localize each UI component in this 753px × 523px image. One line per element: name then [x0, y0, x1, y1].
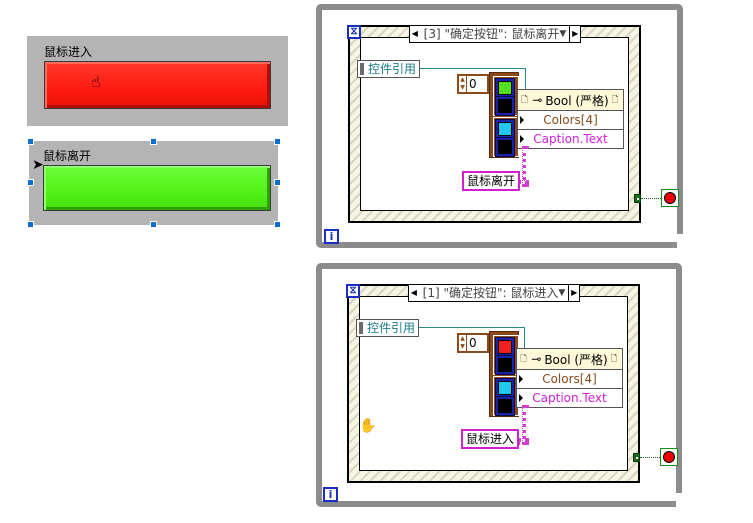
string-wire: [522, 405, 526, 445]
property-node-bottom[interactable]: 🗋⊸Bool (严格)🗋 Colors[4] Caption.Text: [516, 348, 623, 408]
ref-icon: ⊸: [532, 93, 543, 107]
next-case-arrow-icon[interactable]: ▶: [568, 285, 579, 301]
event-case-label: [1] "确定按钮": 鼠标进入: [422, 286, 559, 300]
stop-terminal-top[interactable]: [661, 189, 679, 207]
control-ref-label: 控件引用: [367, 321, 416, 335]
resize-handle-ne[interactable]: [274, 138, 281, 145]
property-caption-text[interactable]: Caption.Text: [517, 389, 622, 407]
hand-tool-cursor-icon: ✋: [359, 418, 377, 434]
doc-icon: 🗋: [520, 354, 527, 363]
event-timeout-hourglass-icon: ⧖: [346, 284, 360, 298]
loop-condition-tunnel: [633, 453, 640, 462]
color-swatch: [498, 381, 512, 395]
reference-wire: [525, 68, 526, 93]
condition-wire: [641, 198, 661, 199]
property-colors[interactable]: Colors[4]: [518, 111, 623, 130]
dropdown-arrow-icon[interactable]: ▼: [558, 288, 566, 298]
prev-case-arrow-icon[interactable]: ◀: [410, 288, 417, 297]
resize-handle-sw[interactable]: [27, 221, 34, 228]
iteration-terminal-icon: i: [324, 229, 339, 244]
resize-handle-n[interactable]: [150, 138, 157, 145]
hand-cursor-icon: ☝: [91, 72, 101, 91]
resize-handle-nw[interactable]: [27, 138, 34, 145]
control-ref-label: 控件引用: [368, 62, 417, 76]
dropdown-arrow-icon[interactable]: ▼: [559, 29, 567, 39]
next-case-arrow-icon[interactable]: ▶: [569, 26, 580, 42]
iteration-terminal-icon: i: [323, 487, 338, 502]
property-colors[interactable]: Colors[4]: [517, 370, 622, 389]
color-swatch: [498, 340, 512, 354]
doc-icon: 🗋: [521, 95, 528, 104]
control-ref-node-bottom[interactable]: 控件引用: [356, 319, 420, 337]
color-swatch: [498, 122, 512, 136]
reference-wire: [418, 327, 525, 328]
event-timeout-hourglass-icon: ⧖: [347, 25, 361, 39]
event-case-selector-top[interactable]: ◀ [3] "确定按钮": 鼠标离开 ▼ ▶: [409, 25, 581, 43]
condition-wire: [640, 457, 660, 458]
button-enter-label: 鼠标进入: [44, 45, 93, 59]
mouse-enter-button[interactable]: [44, 61, 271, 109]
color-swatch: [498, 81, 512, 95]
property-class-label: Bool (严格): [544, 352, 608, 367]
resize-handle-s[interactable]: [150, 221, 157, 228]
reference-wire: [524, 327, 525, 352]
property-node-top[interactable]: 🗋⊸Bool (严格)🗋 Colors[4] Caption.Text: [517, 89, 624, 149]
stop-terminal-bottom[interactable]: [660, 448, 678, 466]
event-case-label: [3] "确定按钮": 鼠标离开: [423, 27, 560, 41]
event-case-selector-bottom[interactable]: ◀ [1] "确定按钮": 鼠标进入 ▼ ▶: [408, 284, 580, 302]
string-wire: [522, 146, 526, 187]
color-swatch: [498, 99, 512, 113]
resize-handle-e[interactable]: [274, 179, 281, 186]
arrow-cursor-icon: ➤: [32, 157, 44, 173]
loop-condition-tunnel: [634, 194, 641, 203]
reference-wire: [419, 68, 526, 69]
index-constant-top[interactable]: ▲▼0: [457, 74, 489, 94]
resize-handle-w[interactable]: [27, 179, 34, 186]
doc-icon: 🗋: [611, 95, 619, 104]
button-leave-container: 鼠标离开 ➤: [29, 141, 278, 225]
ref-icon: ⊸: [531, 352, 542, 366]
prev-case-arrow-icon[interactable]: ◀: [411, 29, 418, 38]
color-array-constant-top[interactable]: [489, 72, 519, 158]
color-array-constant-bottom[interactable]: [489, 331, 519, 417]
property-class-label: Bool (严格): [545, 93, 609, 108]
string-constant-top[interactable]: 鼠标离开: [462, 171, 521, 191]
button-enter-container: 鼠标进入 ☝: [27, 36, 288, 126]
resize-handle-se[interactable]: [274, 221, 281, 228]
index-constant-bottom[interactable]: ▲▼0: [457, 333, 489, 353]
string-constant-bottom[interactable]: 鼠标进入: [461, 429, 520, 449]
control-ref-node-top[interactable]: 控件引用: [357, 60, 421, 78]
button-leave-label: 鼠标离开: [43, 149, 92, 163]
color-swatch: [498, 399, 512, 413]
mouse-leave-button[interactable]: [43, 165, 271, 211]
color-swatch: [498, 140, 512, 154]
property-caption-text[interactable]: Caption.Text: [518, 130, 623, 148]
doc-icon: 🗋: [610, 354, 618, 363]
color-swatch: [498, 358, 512, 372]
